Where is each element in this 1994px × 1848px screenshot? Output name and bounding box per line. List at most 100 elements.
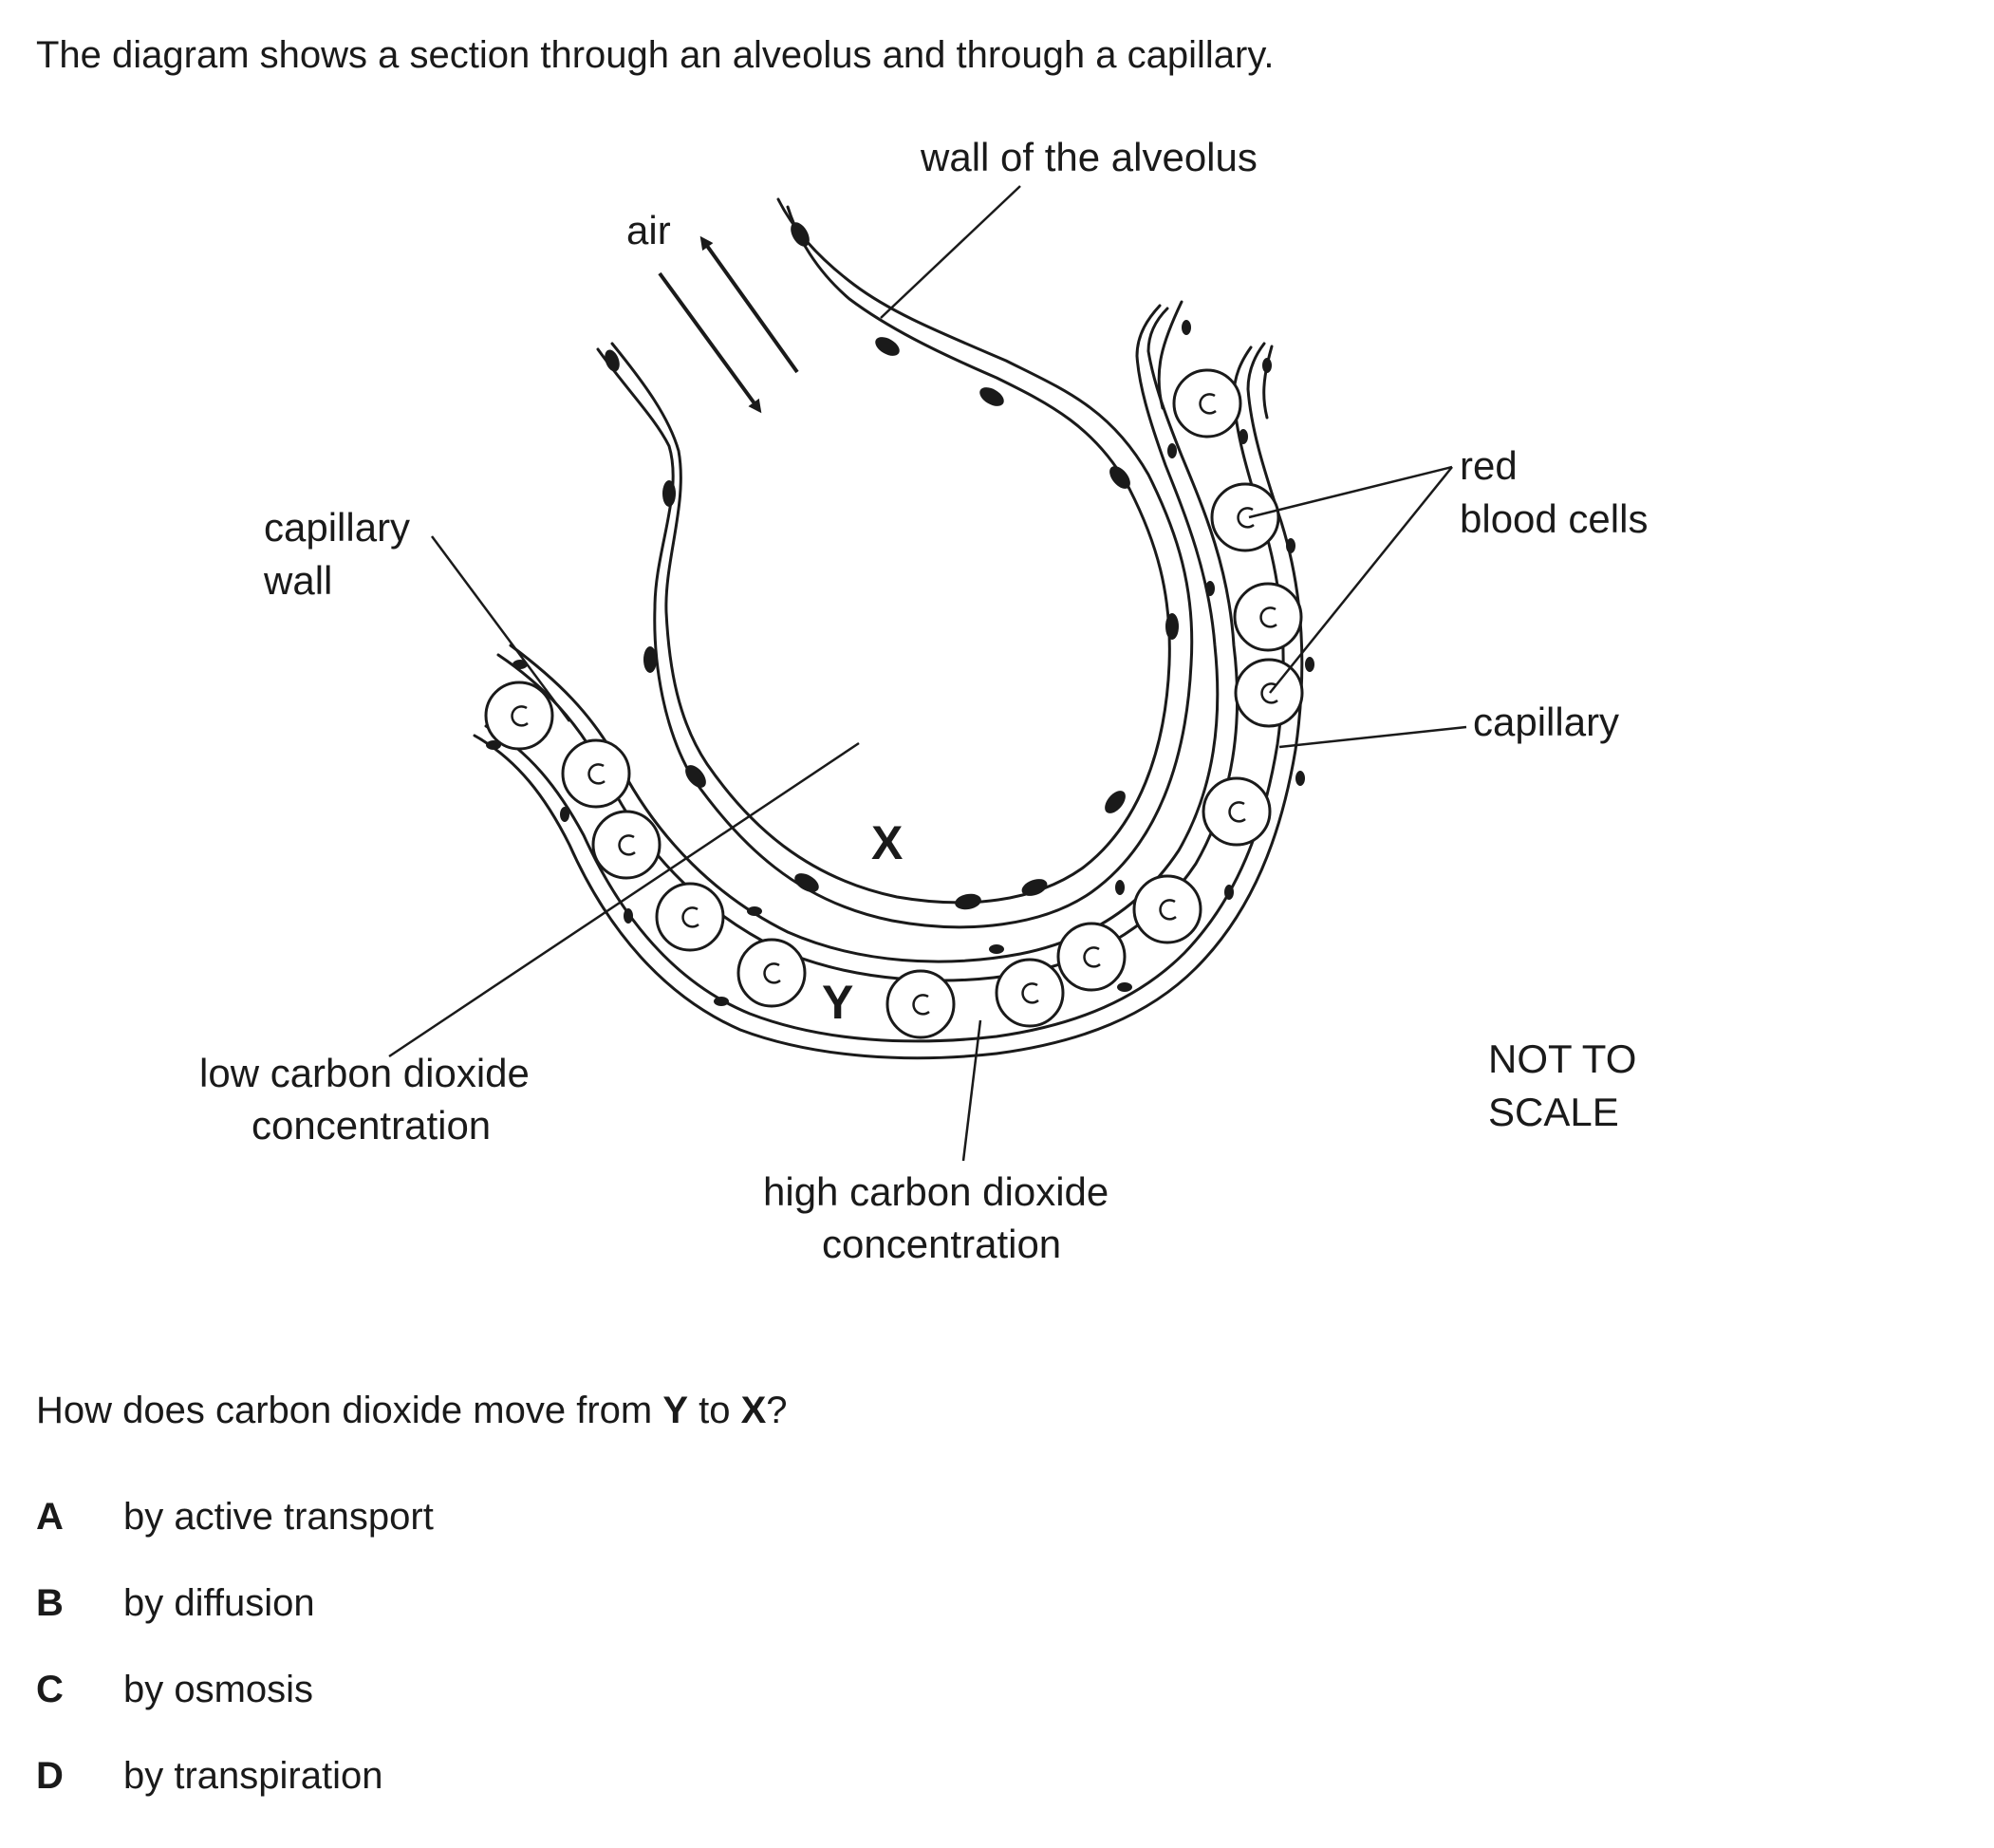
nucleus [1239, 429, 1248, 444]
cell-centre-mark [587, 763, 606, 785]
cell-nuclei [486, 222, 1314, 1006]
nucleus [560, 807, 569, 822]
cell-centre-mark [1259, 607, 1277, 628]
leader-capillary-wall [430, 535, 571, 722]
red-blood-cell [1132, 874, 1202, 944]
nucleus [979, 387, 1004, 406]
leader-wall-of-alveolus [880, 185, 1021, 319]
nucleus [794, 873, 819, 892]
nucleus [486, 740, 501, 750]
cell-centre-mark [1021, 982, 1039, 1004]
cell-centre-mark [511, 705, 529, 727]
label-capillary-wall-line2: wall [263, 558, 332, 603]
leader-capillary [1278, 725, 1467, 749]
red-blood-cell [1172, 368, 1242, 439]
option-c-text: by osmosis [123, 1669, 314, 1710]
nucleus [1105, 791, 1126, 813]
option-c-letter: C [36, 1669, 64, 1710]
label-capillary-wall-line1: capillary [264, 505, 410, 550]
label-low-co2-line1: low carbon dioxide [199, 1051, 530, 1095]
red-blood-cell [484, 681, 554, 751]
cell-centre-mark [763, 962, 781, 984]
air-arrows [658, 235, 799, 414]
red-blood-cell [655, 882, 725, 952]
nucleus [685, 765, 706, 788]
nucleus [1167, 443, 1177, 458]
label-high-co2-line1: high carbon dioxide [763, 1169, 1109, 1214]
nucleus [624, 908, 633, 924]
red-blood-cell-centres [511, 393, 1278, 1016]
option-b-letter: B [36, 1582, 64, 1624]
question-suffix: ? [766, 1390, 788, 1431]
cell-centre-mark [1260, 682, 1278, 704]
option-d-letter: D [36, 1755, 64, 1797]
nucleus [1286, 538, 1295, 553]
nucleus [605, 349, 620, 372]
nucleus [989, 944, 1004, 954]
label-wall-of-alveolus: wall of the alveolus [920, 135, 1258, 179]
nucleus [643, 646, 657, 673]
question-prefix: How does carbon dioxide move from [36, 1390, 663, 1431]
question-from: Y [662, 1390, 688, 1431]
nucleus [1295, 771, 1305, 786]
label-not-to-scale-line1: NOT TO [1488, 1036, 1636, 1081]
cell-centre-mark [681, 906, 699, 928]
air-out-arrow [699, 235, 799, 374]
red-blood-cell [1233, 582, 1303, 652]
leader-lines [388, 185, 1467, 1162]
nucleus [1109, 466, 1130, 489]
label-y-marker: Y [822, 976, 853, 1029]
nucleus [1305, 657, 1314, 672]
cell-centre-mark [618, 834, 636, 856]
nucleus [662, 480, 676, 507]
red-blood-cell [995, 958, 1065, 1028]
option-a-text: by active transport [123, 1496, 434, 1538]
red-blood-cell [1234, 658, 1304, 728]
option-b-text: by diffusion [123, 1582, 315, 1624]
nucleus [1117, 982, 1132, 992]
label-x-marker: X [871, 816, 903, 869]
cell-centre-mark [1083, 946, 1101, 968]
capillary-wall-top-b [1262, 345, 1274, 420]
label-low-co2-line2: concentration [252, 1103, 491, 1148]
cell-centre-mark [1159, 899, 1177, 921]
leader-high-co2 [961, 1019, 982, 1162]
cell-centre-mark [912, 994, 930, 1016]
nucleus [791, 222, 810, 247]
leader-red-blood-cells-1 [1248, 465, 1453, 519]
question-text: How does carbon dioxide move from Y to X… [36, 1386, 788, 1435]
nucleus [1165, 613, 1179, 640]
nucleus [1182, 320, 1191, 335]
capillary-wall-top-a [1157, 300, 1183, 410]
nucleus [1224, 885, 1234, 900]
red-blood-cell [1210, 482, 1280, 552]
red-blood-cell [736, 938, 807, 1008]
option-a-letter: A [36, 1496, 64, 1538]
label-high-co2-line2: concentration [822, 1222, 1061, 1266]
nucleus [747, 906, 762, 916]
question-middle: to [688, 1390, 741, 1431]
nucleus [714, 997, 729, 1006]
question-to: X [740, 1390, 767, 1431]
nucleus [955, 893, 981, 910]
nucleus [1205, 581, 1215, 596]
nucleus [875, 337, 900, 356]
red-blood-cell [591, 810, 662, 880]
label-air: air [626, 208, 671, 252]
cell-centre-mark [1237, 507, 1255, 529]
cell-centre-mark [1199, 393, 1217, 415]
red-blood-cell [885, 969, 956, 1039]
nucleus [1262, 358, 1272, 373]
cell-centre-mark [1228, 801, 1246, 823]
option-d-text: by transpiration [123, 1755, 383, 1797]
red-blood-cells [484, 368, 1304, 1039]
alveolus-outer-edge [496, 307, 1239, 982]
nucleus [1115, 880, 1125, 895]
alveolus-wall-left-strand-a [596, 197, 1194, 929]
capillary-outer-edge-a [473, 342, 1304, 1060]
red-blood-cell [1202, 776, 1272, 847]
red-blood-cell [1056, 922, 1127, 992]
air-in-arrow [658, 271, 762, 414]
leader-red-blood-cells-2 [1269, 466, 1453, 694]
